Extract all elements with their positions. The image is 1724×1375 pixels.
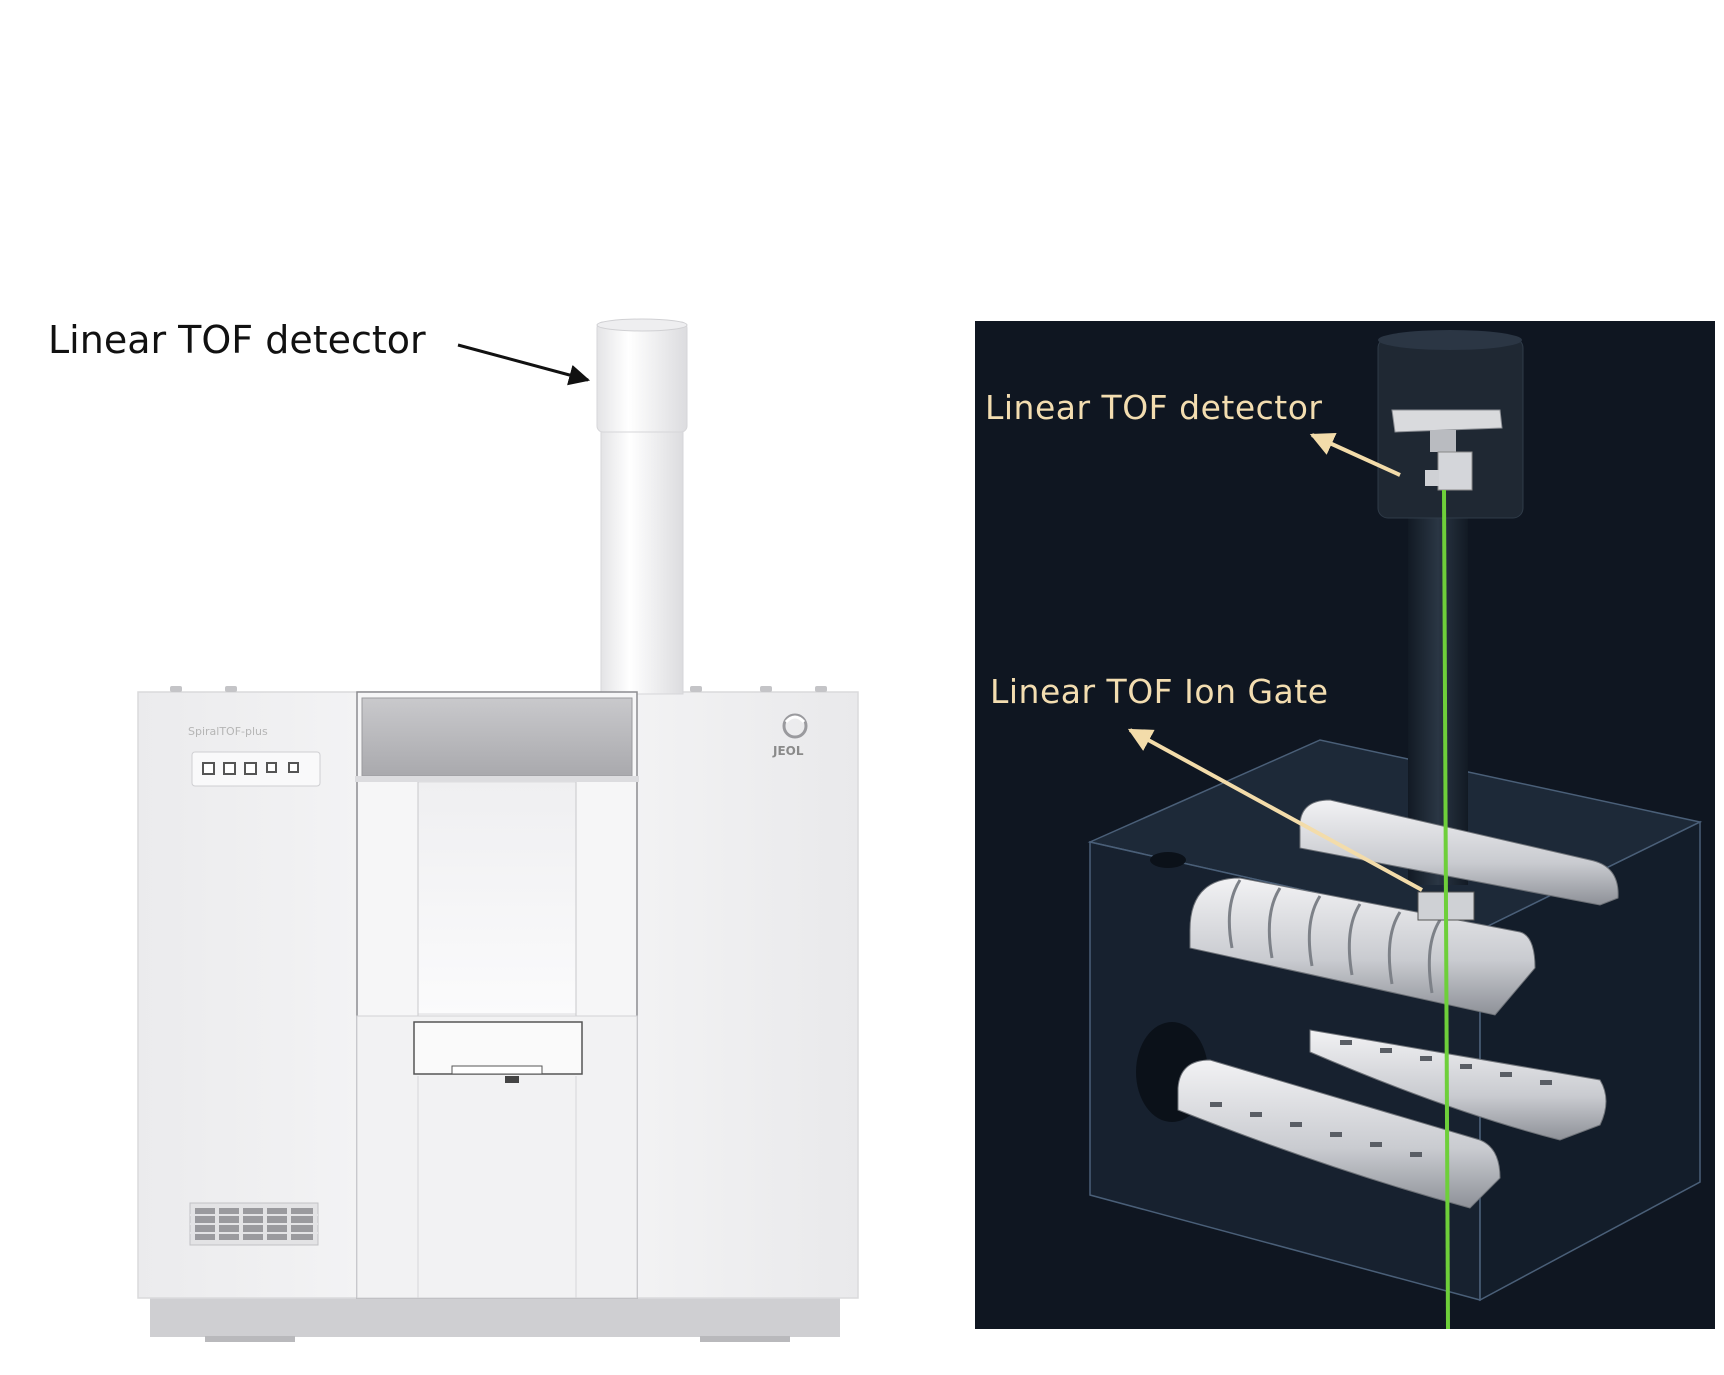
instrument-illustration: [137, 318, 859, 1342]
detector-assembly: [1391, 409, 1503, 491]
lower-channel-2: [1177, 1059, 1501, 1209]
top-window: [361, 697, 633, 777]
status-indicators: [202, 762, 299, 775]
sample-tray: [413, 1021, 583, 1075]
ion-beam: [1442, 489, 1450, 1330]
instrument-foot-right: [700, 1336, 790, 1342]
cutaway-illustration: [975, 321, 1715, 1330]
instrument-base: [150, 1295, 840, 1337]
chamber-port-top: [1150, 852, 1186, 868]
model-label: SpiralTOF-plus: [188, 725, 268, 738]
tray-handle: [451, 1065, 543, 1075]
detector-housing: [596, 321, 688, 433]
callout-linear-tof-detector-right: Linear TOF detector: [985, 388, 1323, 427]
top-screws: [170, 686, 827, 692]
callout-arrow-r1: [1309, 433, 1401, 477]
dark-detector-cap: [1378, 330, 1522, 350]
instrument-foot-left: [205, 1336, 295, 1342]
reflector-upper: [1299, 799, 1619, 906]
tray-latch: [505, 1076, 519, 1083]
vent-grille: [189, 1202, 319, 1246]
callout-arrow-left: [457, 343, 591, 386]
callout-arrow-r2: [1127, 728, 1423, 892]
callout-linear-tof-detector-left: Linear TOF detector: [48, 318, 426, 362]
center-recess: [417, 781, 577, 1015]
top-window-frame: [355, 776, 639, 782]
detector-cap: [596, 318, 688, 332]
callout-linear-tof-ion-gate: Linear TOF Ion Gate: [990, 672, 1329, 711]
flight-tube: [600, 385, 684, 695]
jeol-logo-icon: [782, 713, 808, 739]
lower-channel-1: [1309, 1029, 1607, 1141]
brand-logo-text: JEOL: [773, 744, 804, 758]
